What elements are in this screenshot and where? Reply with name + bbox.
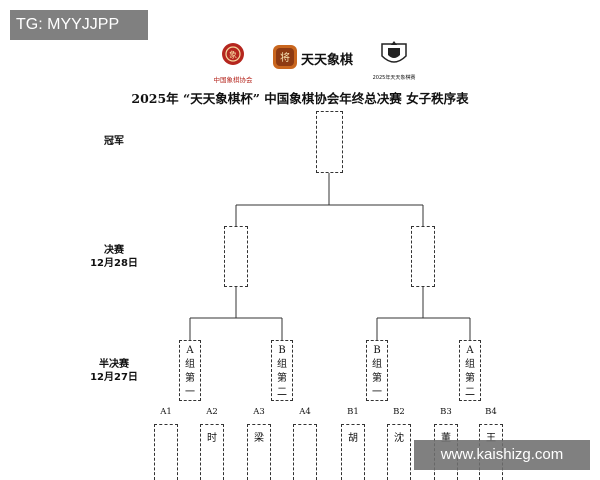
player-slot-b2: 沈 — [387, 424, 411, 480]
player-slot-a3: 梁 — [247, 424, 271, 480]
watermark-badge: www.kaishizg.com — [414, 440, 590, 470]
semi-box-group: A — [466, 345, 474, 356]
semifinal-label: 半决赛 — [99, 359, 129, 370]
semi-box-b-second: B 组 第二 — [271, 340, 293, 401]
slot-label-a4: A4 — [299, 407, 311, 417]
logo1-caption: 中国象棋协会 — [213, 76, 253, 84]
semifinal-round-label: 半决赛 12月27日 — [74, 358, 154, 384]
slot-label-b1: B1 — [347, 407, 359, 417]
semi-box-b-first: B 组 第一 — [366, 340, 388, 401]
semi-box-text: 组 — [185, 359, 195, 370]
slot-label-b3: B3 — [440, 407, 452, 417]
final-left-box — [224, 226, 248, 287]
semi-box-rank: 第一 — [185, 373, 195, 398]
semi-box-rank: 第二 — [465, 373, 475, 398]
slot-label-a1: A1 — [160, 407, 172, 417]
final-label: 决赛 — [104, 245, 124, 256]
semi-box-group: B — [278, 345, 286, 356]
semi-box-rank: 第一 — [372, 373, 382, 398]
player-slot-a1 — [154, 424, 178, 480]
semi-box-text: 组 — [372, 359, 382, 370]
semi-box-a-first: A 组 第一 — [179, 340, 201, 401]
player-slot-a4 — [293, 424, 317, 480]
player-name-char: 沈 — [394, 433, 404, 444]
slot-label-a2: A2 — [206, 407, 218, 417]
final-date: 12月28日 — [90, 258, 138, 269]
semifinal-date: 12月27日 — [90, 372, 138, 383]
player-slot-a2: 时 — [200, 424, 224, 480]
semi-box-group: A — [186, 345, 194, 356]
page-title: 2025年 “天天象棋杯” 中国象棋协会年终总决赛 女子秩序表 — [131, 91, 469, 106]
tiantian-xiangqi-logo: 将 天天象棋 — [272, 44, 362, 74]
player-slot-b1: 胡 — [341, 424, 365, 480]
slot-label-b4: B4 — [485, 407, 497, 417]
player-name-char: 王 — [486, 433, 496, 444]
association-emblem-icon: 象 — [222, 43, 244, 65]
player-name-char: 胡 — [348, 433, 358, 444]
semi-box-a-second: A 组 第二 — [459, 340, 481, 401]
slot-label-a3: A3 — [253, 407, 265, 417]
shield-icon — [381, 41, 407, 63]
logo2-text: 天天象棋 — [301, 53, 354, 68]
tg-badge: TG: MYYJJPP — [10, 10, 148, 40]
player-name-char: 梁 — [254, 433, 264, 444]
final-right-box — [411, 226, 435, 287]
svg-text:将: 将 — [280, 52, 290, 64]
tournament-logo: 2025年天天象棋赛 — [372, 40, 416, 82]
semi-box-group: B — [373, 345, 381, 356]
player-name-char: 董 — [441, 433, 451, 444]
final-round-label: 决赛 12月28日 — [74, 244, 154, 270]
chinese-chess-association-logo: 象 中国象棋协会 — [206, 40, 260, 84]
logo3-caption: 2025年天天象棋赛 — [372, 75, 416, 81]
semi-box-rank: 第二 — [277, 373, 287, 398]
champion-label: 冠军 — [104, 136, 124, 147]
tiantian-app-icon: 将 — [273, 45, 297, 69]
svg-text:象: 象 — [229, 50, 237, 60]
player-name-char: 时 — [207, 433, 217, 444]
semi-box-text: 组 — [277, 359, 287, 370]
champion-box — [316, 111, 343, 173]
slot-label-b2: B2 — [393, 407, 405, 417]
semi-box-text: 组 — [465, 359, 475, 370]
